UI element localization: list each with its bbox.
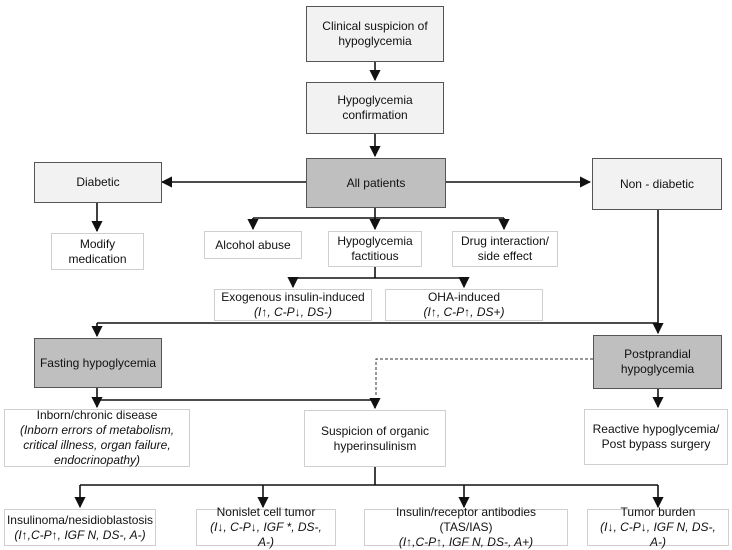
drug-interaction-line1: Drug interaction/ (460, 234, 550, 248)
reactive-hypoglycemia-box: Reactive hypoglycemia/ Post bypass surge… (584, 409, 728, 465)
clinical-suspicion-line2: hypoglycemia (338, 34, 412, 48)
reactive-line1: Reactive hypoglycemia/ (592, 422, 720, 436)
antibodies-box: Insulin/receptor antibodies (TAS/IAS) (I… (364, 505, 568, 549)
oha-induced-title: OHA-induced (427, 290, 501, 304)
insulinoma-title: Insulinoma/nesidioblastosis (6, 512, 154, 527)
drug-interaction-box: Drug interaction/ side effect (452, 231, 558, 267)
insulinoma-detail: (I↑,C-P↑, IGF N, DS-, A-) (14, 527, 146, 542)
organic-suspicion-line1: Suspicion of organic (320, 423, 430, 438)
organic-suspicion-line2: hyperinsulinism (333, 438, 417, 453)
fasting-box: Fasting hypoglycemia (34, 338, 162, 388)
tumor-burden-box: Tumor burden (I↓, C-P↓, IGF N, DS-, A-) (587, 505, 729, 549)
postprandial-line1: Postprandial (624, 347, 691, 361)
clinical-suspicion-line1: Clinical suspicion of (322, 19, 428, 33)
diabetic-label: Diabetic (76, 175, 120, 189)
non-diabetic-box: Non - diabetic (592, 158, 722, 210)
modify-medication-line1: Modify (79, 236, 116, 251)
antibodies-detail: (I↑,C-P↑, IGF N, DS-, A+) (398, 535, 534, 549)
alcohol-abuse-label: Alcohol abuse (215, 237, 291, 252)
exogenous-insulin-box: Exogenous insulin-induced (I↑, C-P↓, DS-… (214, 289, 372, 321)
confirmation-line2: confirmation (342, 108, 408, 122)
nonislet-tumor-box: Nonislet cell tumor (I↓, C-P↓, IGF *, DS… (196, 505, 336, 549)
tumor-burden-detail: (I↓, C-P↓, IGF N, DS-, A-) (600, 520, 716, 549)
all-patients-label: All patients (346, 175, 406, 190)
modify-medication-line2: medication (68, 251, 127, 266)
all-patients-box: All patients (306, 158, 446, 208)
exogenous-insulin-title: Exogenous insulin-induced (221, 290, 365, 304)
factitious-line2: factitious (351, 249, 399, 263)
dashed-link-postprandial-organic (375, 358, 593, 396)
insulinoma-box: Insulinoma/nesidioblastosis (I↑,C-P↑, IG… (4, 509, 156, 546)
nonislet-title: Nonislet cell tumor (216, 505, 316, 519)
confirmation-box: Hypoglycemia confirmation (306, 82, 444, 134)
alcohol-abuse-box: Alcohol abuse (204, 231, 302, 259)
diabetic-box: Diabetic (34, 162, 162, 203)
oha-induced-detail: (I↑, C-P↑, DS+) (423, 305, 505, 319)
drug-interaction-line2: side effect (477, 249, 533, 263)
exogenous-insulin-detail: (I↑, C-P↓, DS-) (254, 305, 332, 319)
inborn-disease-detail-1: (Inborn errors of metabolism, (19, 423, 175, 437)
organic-suspicion-box: Suspicion of organic hyperinsulinism (304, 410, 446, 467)
oha-induced-box: OHA-induced (I↑, C-P↑, DS+) (385, 289, 543, 321)
postprandial-line2: hypoglycemia (620, 362, 695, 376)
inborn-disease-box: Inborn/chronic disease (Inborn errors of… (4, 408, 190, 467)
inborn-disease-title: Inborn/chronic disease (36, 408, 158, 422)
inborn-disease-detail-2: critical illness, organ failure, (23, 438, 171, 452)
factitious-box: Hypoglycemia factitious (328, 231, 422, 267)
clinical-suspicion-box: Clinical suspicion of hypoglycemia (306, 6, 444, 62)
antibodies-title: Insulin/receptor antibodies (TAS/IAS) (395, 505, 537, 534)
non-diabetic-label: Non - diabetic (619, 176, 695, 191)
inborn-disease-detail-3: endocrinopathy) (53, 453, 141, 467)
nonislet-detail: (I↓, C-P↓, IGF *, DS-, A-) (210, 520, 322, 549)
postprandial-box: Postprandial hypoglycemia (593, 335, 722, 389)
tumor-burden-title: Tumor burden (620, 505, 696, 519)
modify-medication-box: Modify medication (51, 233, 144, 270)
reactive-line2: Post bypass surgery (601, 437, 711, 451)
confirmation-line1: Hypoglycemia (337, 93, 413, 107)
fasting-label: Fasting hypoglycemia (39, 355, 157, 370)
factitious-line1: Hypoglycemia (337, 234, 413, 248)
